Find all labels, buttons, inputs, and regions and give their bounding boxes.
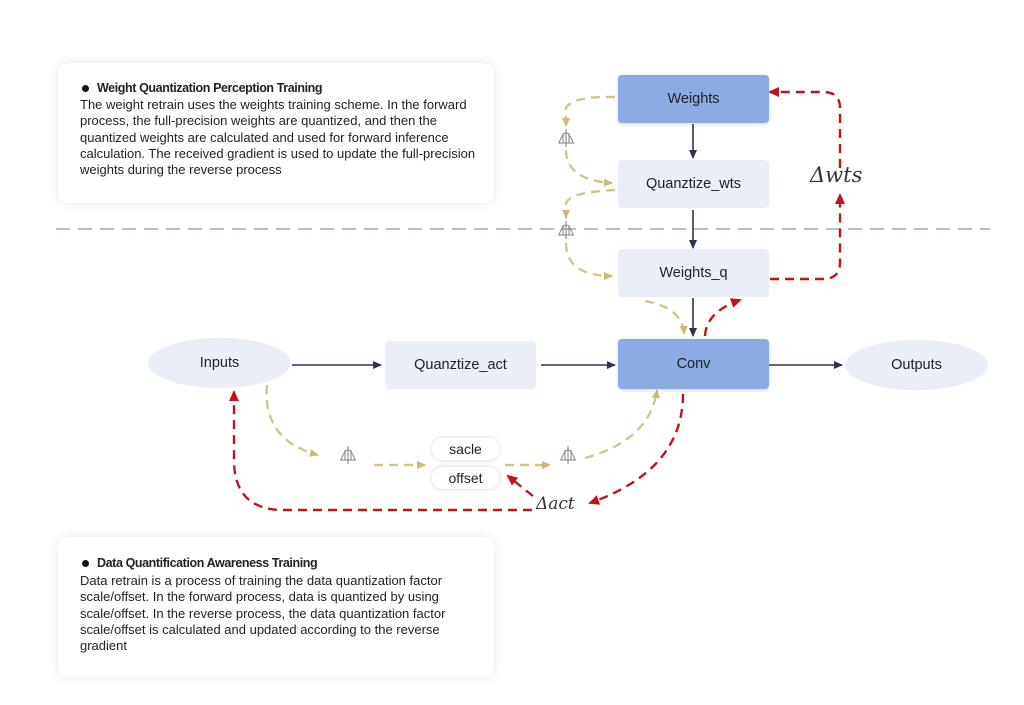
weight-training-card: Weight Quantization Perception Training …: [58, 63, 494, 203]
node-weights: Weights: [618, 75, 769, 123]
quantizer-icon: [558, 221, 574, 239]
weight-card-body: The weight retrain uses the weights trai…: [80, 97, 476, 178]
node-inputs: Inputs: [148, 338, 291, 388]
delta-wts-label: Δwts: [810, 163, 863, 187]
gradient-wts-loop-top: [768, 87, 842, 168]
gradient-act-to-offset: [506, 474, 534, 497]
gold-weights-to-quantizer: [562, 95, 616, 127]
gradient-conv-to-weightsq: [703, 298, 742, 337]
data-card-title: Data Quantification Awareness Training: [97, 556, 318, 570]
quantizer-icon: [558, 129, 574, 147]
bullet-icon: [82, 559, 89, 567]
scale-pill: sacle: [432, 438, 499, 460]
offset-pill: offset: [432, 467, 499, 489]
gold-quantizer-to-weightsq: [564, 242, 613, 280]
weight-card-title: Weight Quantization Perception Training: [97, 81, 323, 95]
data-card-body: Data retrain is a process of training th…: [80, 573, 446, 654]
node-quantize-wts: Quanztize_wts: [618, 160, 769, 208]
gradient-wts-loop: [770, 193, 845, 281]
dataflow-arrows: [265, 95, 688, 469]
node-outputs: Outputs: [845, 340, 988, 390]
gold-weightsq-to-conv: [644, 299, 688, 335]
node-conv: Conv: [618, 339, 769, 389]
gradient-conv-to-act: [588, 393, 685, 505]
gradient-act-to-inputs: [229, 390, 532, 512]
gold-quantizer-to-quantizewts: [564, 149, 613, 187]
gradient-arrows: [229, 87, 845, 512]
forward-arrows: [292, 124, 843, 369]
quantizer-icon: [340, 446, 356, 464]
gold-inputs-to-quantizer: [265, 384, 319, 457]
quantizer-icon: [560, 446, 576, 464]
delta-act-label: Δact: [536, 494, 575, 514]
node-weights-q: Weights_q: [618, 249, 769, 297]
gold-quantizer-to-conv: [584, 389, 660, 460]
gold-quantizewts-to-quantizer: [562, 188, 616, 219]
data-training-card: Data Quantification Awareness Training D…: [58, 537, 494, 677]
node-quantize-act: Quanztize_act: [385, 341, 536, 389]
bullet-icon: [82, 84, 89, 92]
